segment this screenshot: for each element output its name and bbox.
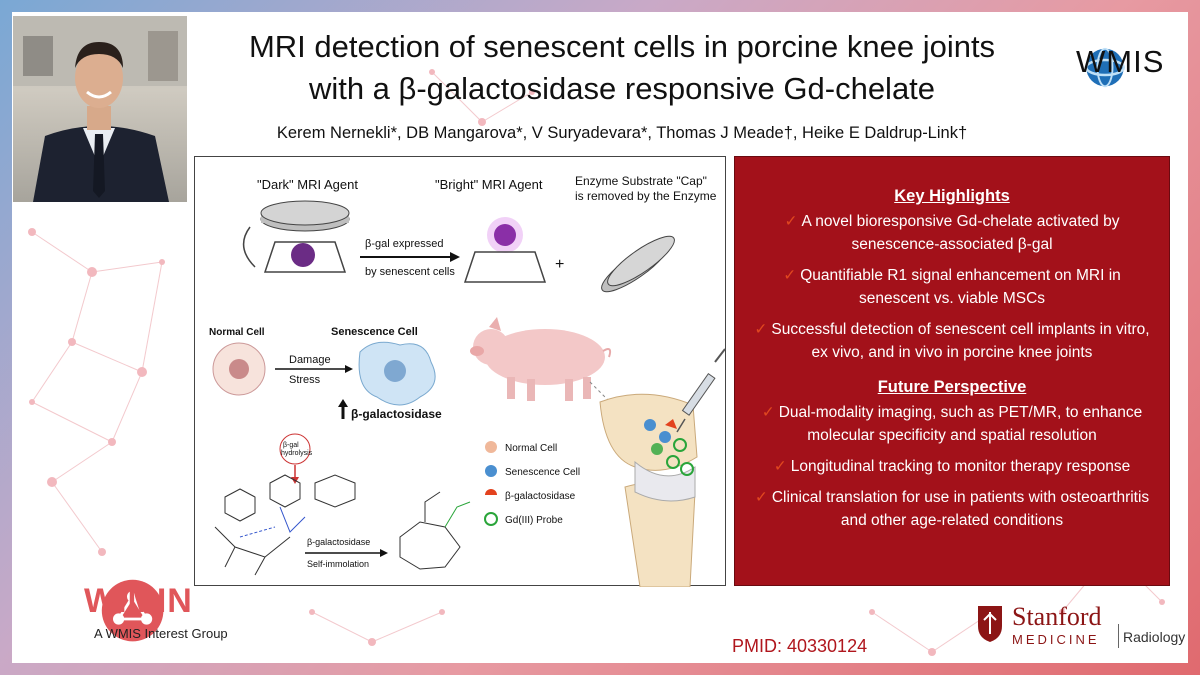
title-line-1: MRI detection of senescent cells in porc… [248,29,996,64]
legend-senescence-cell: Senescence Cell [505,467,580,478]
author-list: Kerem Nernekli*, DB Mangarova*, V Suryad… [276,124,968,142]
key-highlight-item: ✓Successful detection of senescent cell … [749,318,1155,364]
mechanism-figure: "Dark" MRI Agent "Bright" MRI Agent Enzy… [194,156,726,587]
check-icon: ✓ [784,213,798,230]
plus-sign: + [555,256,564,273]
poster-card: MRI detection of senescent cells in porc… [12,12,1188,663]
normal-cell-nucleus-icon [229,359,249,379]
check-icon: ✓ [754,321,768,338]
senescence-cell-nucleus-icon [384,360,406,382]
reaction-label-line-2: Self-immolation [307,559,369,569]
stanford-medicine-text: MEDICINE [1012,632,1100,647]
future-item-text: Clinical translation for use in patients… [771,489,1150,529]
future-item: ✓Longitudinal tracking to monitor therap… [749,455,1155,478]
legend-gd-probe: Gd(III) Probe [505,515,563,526]
arrow-label-line-2: by senescent cells [365,266,455,278]
syringe-icon [676,348,726,433]
wmis-globe-icon [1085,47,1125,88]
key-highlights-heading: Key Highlights [894,187,1010,205]
wimin-tagline: A WMIS Interest Group [94,626,228,641]
future-perspective-heading: Future Perspective [877,378,1027,396]
cap-label-line-1: Enzyme Substrate "Cap" [575,174,707,188]
legend-bgalactosidase: β-galactosidase [505,491,576,502]
bright-agent-molecule [463,217,547,283]
figure-legend: Normal Cell Senescence Cell β-galactosid… [484,441,580,526]
legend-normal-cell: Normal Cell [505,443,557,454]
normal-cell-title: Normal Cell [209,327,265,338]
key-highlight-item: ✓Quantifiable R1 signal enhancement on M… [749,264,1155,310]
damage-label: Damage [289,354,331,366]
radiology-text: Radiology [1123,629,1186,645]
future-item-text: Dual-modality imaging, such as PET/MR, t… [778,404,1143,444]
pig-illustration [470,317,612,401]
author-photo [13,16,187,202]
title-line-2: with a β-galactosidase responsive Gd-che… [308,71,936,106]
future-item-text: Longitudinal tracking to monitor therapy… [790,458,1131,475]
key-highlight-text: Successful detection of senescent cell i… [771,321,1150,361]
key-highlight-text: A novel bioresponsive Gd-chelate activat… [801,213,1120,253]
logo-divider [1118,624,1119,648]
reaction-label-line-1: β-galactosidase [307,537,370,547]
legend-swatch-senescence-cell [485,465,497,477]
future-item: ✓Clinical translation for use in patient… [749,486,1155,532]
hydrolysis-bubble [279,433,311,465]
check-icon: ✓ [773,458,787,475]
gd-chelate-structure-after [399,491,471,570]
pmid-label: PMID: 40330124 [732,636,868,656]
check-icon: ✓ [783,267,797,284]
stress-label: Stress [289,374,321,386]
legend-swatch-bgalactosidase [485,489,497,495]
removed-cap-icon [601,235,675,293]
stanford-shield-icon [978,606,1002,642]
legend-swatch-gd-probe [484,512,498,526]
highlights-panel: Key Highlights ✓A novel bioresponsive Gd… [734,156,1170,586]
wimin-logo-text: WIMIN [84,582,193,620]
legend-swatch-normal-cell [485,441,497,453]
stanford-logo-text: Stanford [1012,602,1102,631]
key-highlight-text: Quantifiable R1 signal enhancement on MR… [800,267,1121,307]
future-item: ✓Dual-modality imaging, such as PET/MR, … [749,401,1155,447]
key-highlight-item: ✓A novel bioresponsive Gd-chelate activa… [749,210,1155,256]
poster-title: MRI detection of senescent cells in porc… [192,26,1052,110]
senescence-cell-title: Senescence Cell [331,326,418,338]
wmis-logo-text: WMIS [1076,44,1165,79]
reaction-arrow-head [450,252,460,262]
bright-agent-label: "Bright" MRI Agent [435,177,543,192]
gd-chelate-structure-before [214,474,356,576]
dark-agent-molecule [242,200,350,273]
knee-joint-illustration [599,393,698,587]
cap-label-line-2: is removed by the Enzyme [575,189,717,203]
check-icon: ✓ [754,489,768,506]
mechanism-diagram: "Dark" MRI Agent "Bright" MRI Agent Enzy… [209,174,726,587]
dark-agent-label: "Dark" MRI Agent [257,177,358,192]
arrow-label-line-1: β-gal expressed [365,238,443,250]
bgalactosidase-label: β-galactosidase [351,407,442,421]
hydrolysis-label-line-1: β-gal [283,442,299,449]
hydrolysis-label-line-2: hydrolysis [281,450,313,457]
wimin-molecule-icon [101,579,164,642]
check-icon: ✓ [761,404,775,421]
